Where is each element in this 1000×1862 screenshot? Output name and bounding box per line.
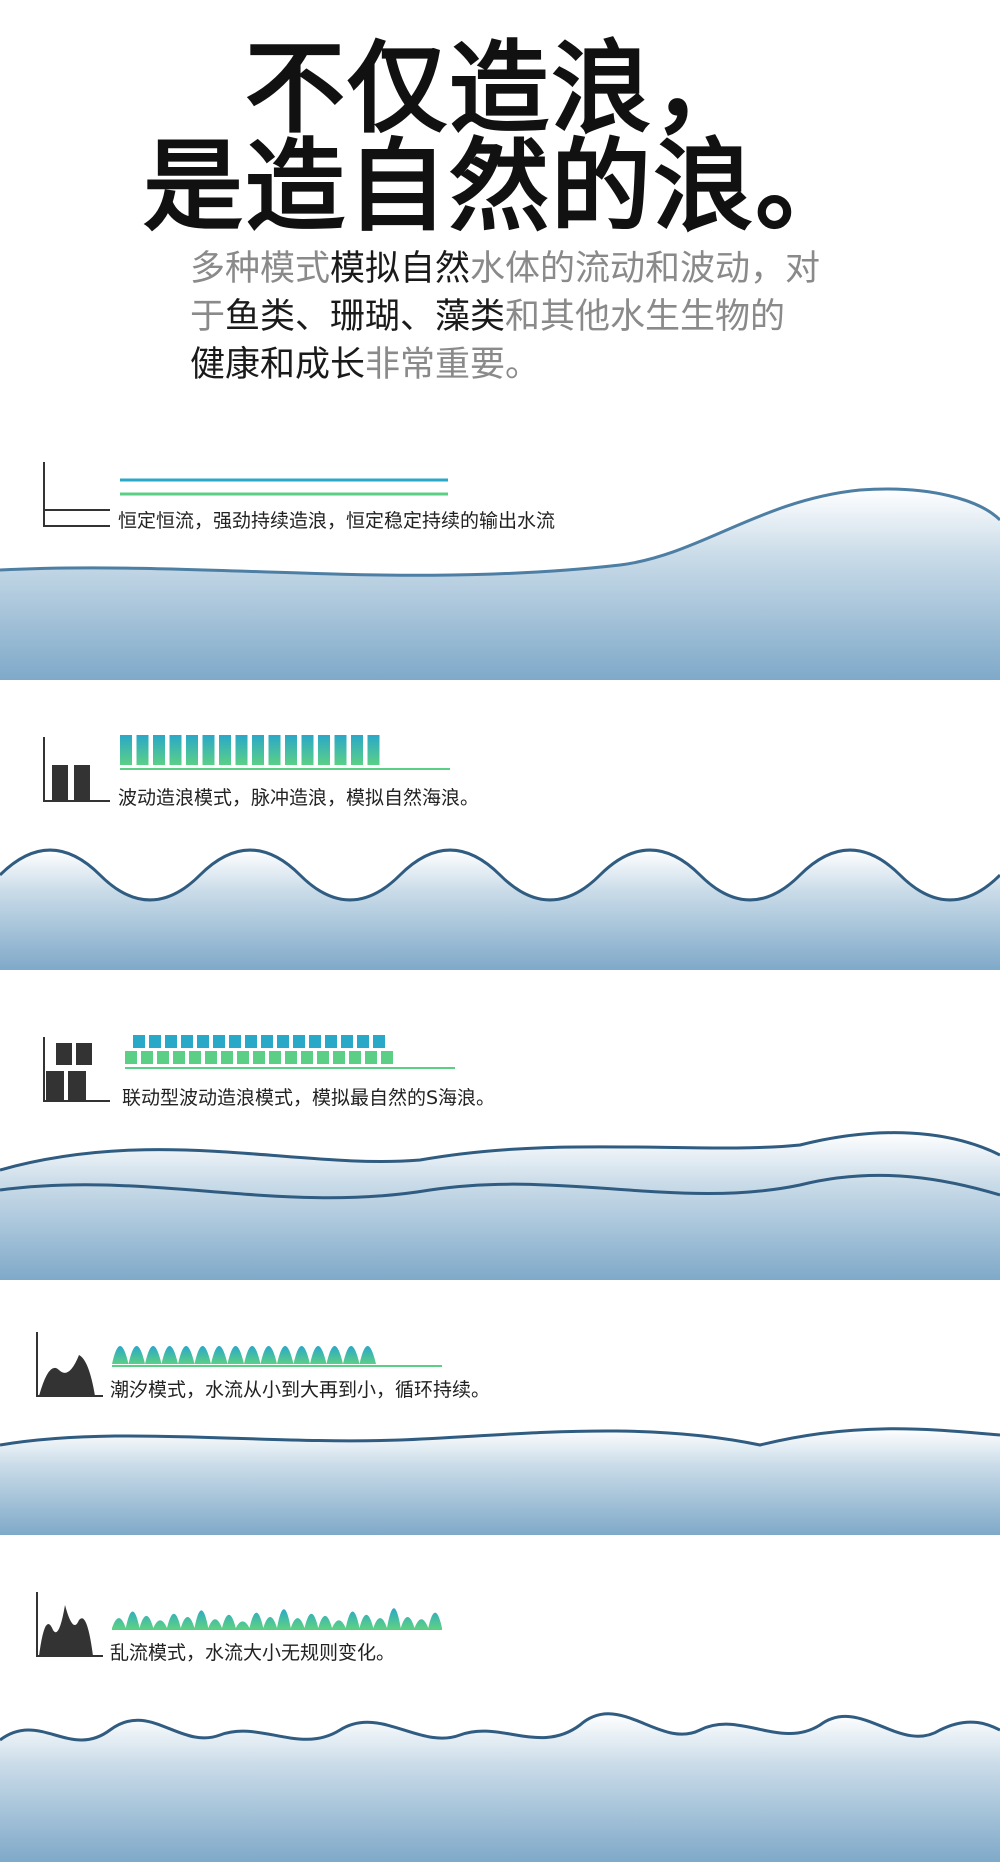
pulse-bar <box>268 735 281 765</box>
mode-label: 波动造浪模式，脉冲造浪，模拟自然海浪。 <box>118 787 480 809</box>
linked-bar-top <box>357 1035 369 1048</box>
pulse-bar <box>235 735 248 765</box>
linked-bar-top <box>341 1035 353 1048</box>
linked-bar-top <box>213 1035 225 1048</box>
linked-bar-bottom <box>141 1051 153 1064</box>
pulse-wave-bars <box>120 735 450 770</box>
linked-wave-icon <box>43 1037 110 1102</box>
pulse-bar <box>285 735 297 765</box>
linked-bar-bottom <box>317 1051 329 1064</box>
pulse-bar <box>169 735 182 765</box>
tide-wave-bars <box>112 1346 442 1367</box>
linked-bar-bottom <box>157 1051 169 1064</box>
pulse-bar <box>318 735 330 765</box>
tide-peaks <box>112 1346 376 1364</box>
linked-bar-bottom <box>269 1051 281 1064</box>
linked-bar-top <box>229 1035 241 1048</box>
desc-highlight: 健康和成长 <box>190 345 366 385</box>
pulse-wave-icon <box>43 737 110 802</box>
pulse-bar <box>186 735 198 765</box>
linked-bar-bottom <box>365 1051 377 1064</box>
tide-icon <box>36 1332 103 1397</box>
title-line-2: 是造自然的浪。 <box>143 128 857 245</box>
pulse-bar <box>334 735 347 765</box>
linked-bar-bottom <box>173 1051 185 1064</box>
linked-bar-top <box>277 1035 289 1048</box>
pulse-bar <box>136 735 149 765</box>
linked-bar-top <box>149 1035 161 1048</box>
mode-label: 联动型波动造浪模式，模拟最自然的S海浪。 <box>122 1087 496 1109</box>
wave-illustration-tide <box>0 1427 1000 1535</box>
pulse-bar <box>367 735 380 765</box>
baseline <box>112 1628 442 1630</box>
linked-bar-top <box>133 1035 145 1048</box>
wave-illustration-pulse <box>0 848 1000 970</box>
wave-illustration-constant <box>0 487 1000 680</box>
desc-part: 非常重要。 <box>365 345 541 385</box>
title-line-1: 不仅造浪， <box>245 30 755 147</box>
linked-bar-top <box>261 1035 273 1048</box>
pulse-bar <box>202 735 215 765</box>
linked-bar-bottom <box>125 1051 137 1064</box>
random-peaks <box>112 1608 442 1628</box>
random-flow-icon <box>36 1592 103 1657</box>
wave-illustration-random <box>0 1712 1000 1862</box>
linked-bar-bottom <box>237 1051 249 1064</box>
mode-label: 乱流模式，水流大小无规则变化。 <box>110 1642 396 1664</box>
linked-bar-top <box>245 1035 257 1048</box>
linked-bar-top <box>293 1035 305 1048</box>
linked-bar-bottom <box>189 1051 201 1064</box>
linked-bar-top <box>373 1035 385 1048</box>
pulse-bar <box>351 735 363 765</box>
baseline <box>112 1365 442 1367</box>
random-flow-bars <box>112 1608 442 1630</box>
pulse-bar <box>252 735 264 765</box>
page-title: 不仅造浪， 是造自然的浪。 <box>0 30 1000 245</box>
linked-bar-top <box>165 1035 177 1048</box>
constant-flow-lines <box>120 478 448 496</box>
linked-bar-top <box>325 1035 337 1048</box>
pulse-bar <box>120 735 132 765</box>
linked-bar-bottom <box>333 1051 345 1064</box>
linked-bar-bottom <box>285 1051 297 1064</box>
linked-bar-top <box>309 1035 321 1048</box>
pulse-bar <box>153 735 165 765</box>
linked-bar-bottom <box>381 1051 393 1064</box>
baseline <box>120 768 450 770</box>
constant-flow-icon <box>43 462 110 527</box>
linked-wave-bars <box>125 1035 455 1069</box>
desc-part: 水体的流动和波动，对于 <box>190 249 821 337</box>
mode-label: 潮汐模式，水流从小到大再到小，循环持续。 <box>110 1379 491 1401</box>
desc-part: 和其他水生生物的 <box>505 297 786 337</box>
hero-description: 多种模式模拟自然水体的流动和波动，对于鱼类、珊瑚、藻类和其他水生生物的健康和成长… <box>190 245 830 389</box>
desc-highlight: 鱼类、珊瑚、藻类 <box>225 297 506 337</box>
linked-bar-bottom <box>205 1051 217 1064</box>
pulse-bar <box>219 735 231 765</box>
desc-highlight: 模拟自然 <box>330 249 471 289</box>
linked-bar-bottom <box>301 1051 313 1064</box>
linked-bar-bottom <box>253 1051 265 1064</box>
mode-label: 恒定恒流，强劲持续造浪，恒定稳定持续的输出水流 <box>118 510 556 532</box>
linked-bar-bottom <box>221 1051 233 1064</box>
linked-bar-top <box>181 1035 193 1048</box>
pulse-bar <box>301 735 314 765</box>
linked-bar-bottom <box>349 1051 361 1064</box>
baseline <box>125 1067 455 1069</box>
wave-illustration-linked <box>0 1131 1000 1280</box>
desc-part: 多种模式 <box>190 249 331 289</box>
linked-bar-top <box>197 1035 209 1048</box>
